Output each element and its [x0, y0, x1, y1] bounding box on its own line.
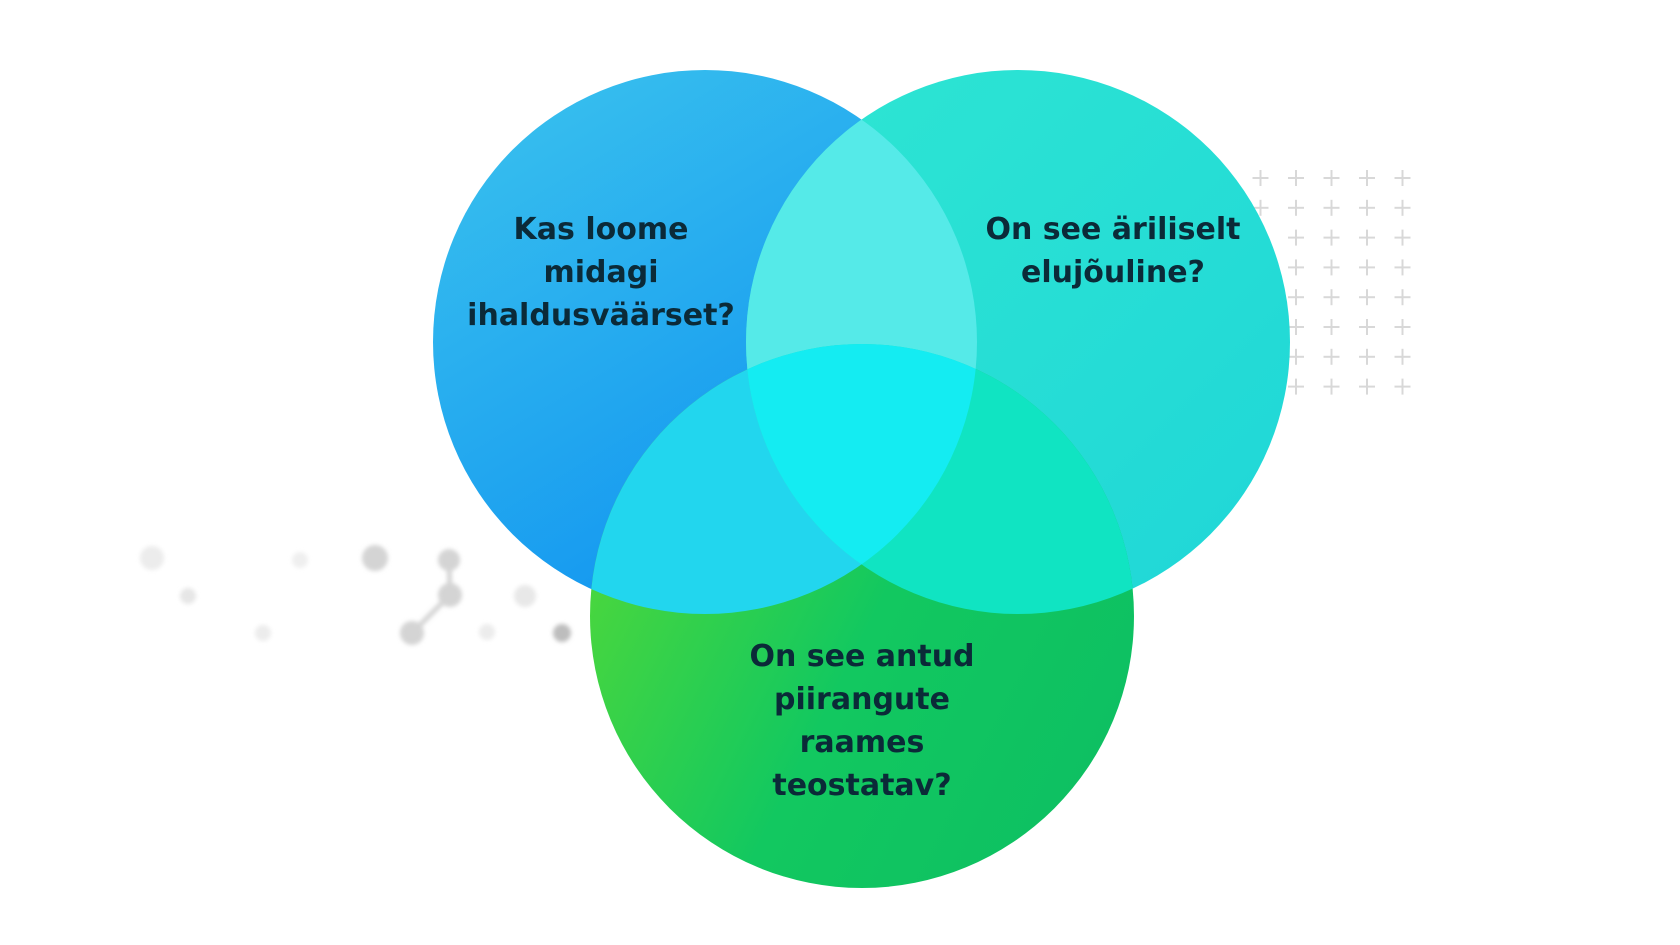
feasibility-label: On see antud piirangute raames teostatav… — [749, 635, 974, 807]
label-line: elujõuline? — [1021, 255, 1205, 290]
label-line: On see äriliselt — [985, 212, 1241, 247]
dots-decoration — [140, 545, 571, 645]
overlap-left-bottom — [590, 344, 977, 614]
label-line: ihaldusväärset? — [467, 298, 735, 333]
label-line: teostatav? — [772, 768, 952, 803]
label-line: raames — [799, 725, 925, 760]
viability-label: On see äriliselt elujõuline? — [985, 208, 1240, 294]
overlap-right-bottom — [746, 344, 1134, 614]
label-line: Kas loome — [513, 212, 689, 247]
label-line: piirangute — [774, 682, 950, 717]
label-line: On see antud — [749, 639, 975, 674]
desirability-label: Kas loome midagi ihaldusväärset? — [467, 208, 735, 337]
label-line: midagi — [543, 255, 659, 290]
